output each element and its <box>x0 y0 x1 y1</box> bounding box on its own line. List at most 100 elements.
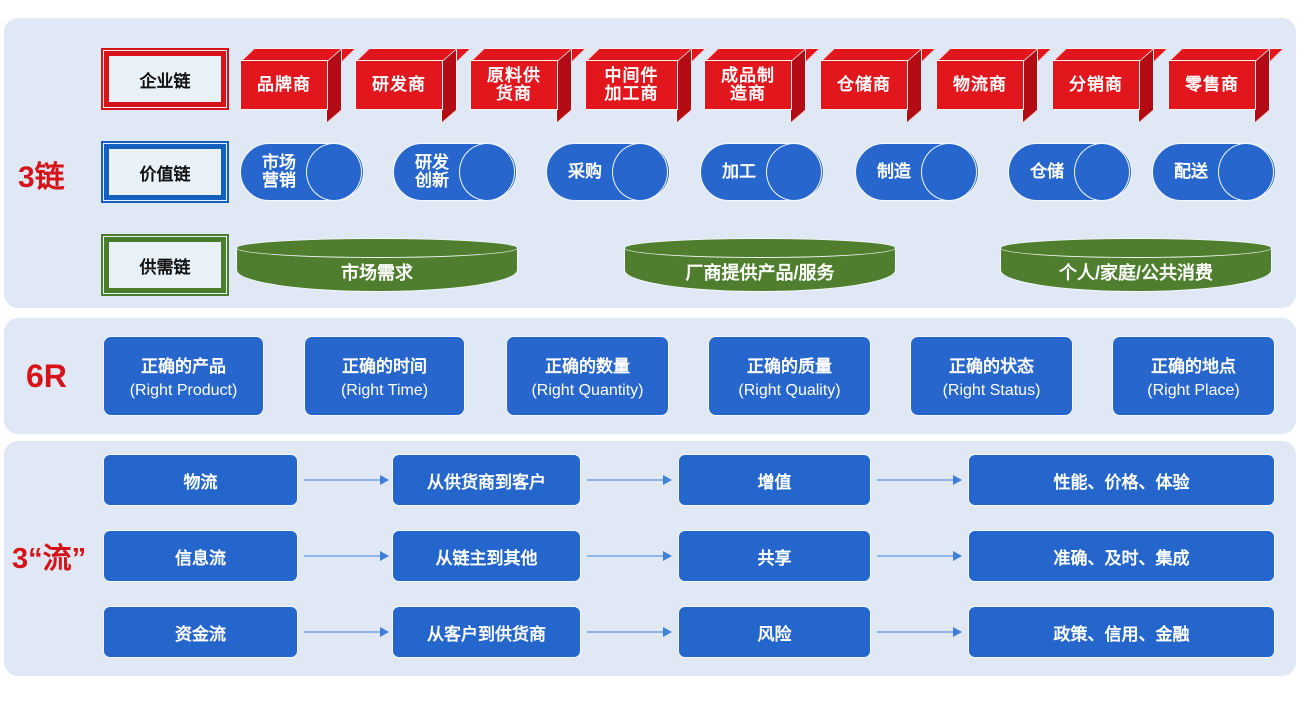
cylinder-end-cap <box>921 143 977 201</box>
arrow-head <box>380 627 389 637</box>
flow-row3-col1[interactable]: 资金流 <box>103 606 298 658</box>
arrow-line <box>587 555 664 557</box>
cylinder-label: 制造 <box>877 161 911 181</box>
flow-row1-col1[interactable]: 物流 <box>103 454 298 506</box>
arrow-line <box>587 631 664 633</box>
section-label-six-r: 6R <box>26 358 67 394</box>
cylinder-end-cap <box>612 143 668 201</box>
flow-arrow-row2-1 <box>304 551 389 561</box>
cylinder-label: 市场 营销 <box>262 152 296 190</box>
arrow-line <box>304 631 381 633</box>
cylinder-label: 个人/家庭/公共消费 <box>1058 262 1213 283</box>
flow-arrow-row3-1 <box>304 627 389 637</box>
arrow-head <box>663 475 672 485</box>
cube-logistics-provider[interactable]: 物流商 <box>936 48 1053 124</box>
cube-label: 中间件 加工商 <box>585 60 678 110</box>
arrow-head <box>663 627 672 637</box>
cylinder-label: 研发 创新 <box>415 152 449 190</box>
six-r-card-en: (Right Time) <box>340 382 429 399</box>
flow-arrow-row1-1 <box>304 475 389 485</box>
cube-label: 物流商 <box>936 60 1024 110</box>
cylinder-market-demand[interactable]: 市场需求 <box>236 238 518 292</box>
six-r-card-right-time[interactable]: 正确的时间 (Right Time) <box>304 336 465 416</box>
cylinder-end-cap <box>459 143 515 201</box>
arrow-head <box>953 627 962 637</box>
cube-raw-material-supplier[interactable]: 原料供 货商 <box>470 48 587 124</box>
cylinder-processing[interactable]: 加工 <box>700 143 824 201</box>
plaque-supply-demand-chain: 供需链 <box>101 234 229 296</box>
flow-arrow-row1-2 <box>587 475 672 485</box>
flow-row2-col4[interactable]: 准确、及时、集成 <box>968 530 1275 582</box>
flow-arrow-row2-3 <box>877 551 962 561</box>
six-r-card-cn: 正确的状态 <box>949 357 1034 376</box>
cube-warehousing[interactable]: 仓储商 <box>820 48 937 124</box>
arrow-line <box>304 479 381 481</box>
cylinder-manufacturing[interactable]: 制造 <box>855 143 979 201</box>
cylinder-end-cap <box>1218 143 1274 201</box>
arrow-head <box>380 551 389 561</box>
flow-row2-col1[interactable]: 信息流 <box>103 530 298 582</box>
flow-row1-col2[interactable]: 从供货商到客户 <box>392 454 581 506</box>
section-label-three-flows: 3“流” <box>12 543 87 575</box>
cube-label: 成品制 造商 <box>704 60 792 110</box>
six-r-card-en: (Right Product) <box>129 382 238 399</box>
arrow-line <box>304 555 381 557</box>
cube-intermediate-processor[interactable]: 中间件 加工商 <box>585 48 707 124</box>
arrow-line <box>877 631 954 633</box>
six-r-card-cn: 正确的质量 <box>747 357 832 376</box>
six-r-card-cn: 正确的产品 <box>141 357 226 376</box>
flow-row1-col3[interactable]: 增值 <box>678 454 871 506</box>
six-r-card-right-quantity[interactable]: 正确的数量 (Right Quantity) <box>506 336 669 416</box>
arrow-head <box>953 551 962 561</box>
six-r-card-en: (Right Quantity) <box>531 382 644 399</box>
cube-label: 零售商 <box>1168 60 1256 110</box>
cylinder-personal-household-public-consumption[interactable]: 个人/家庭/公共消费 <box>1000 238 1272 292</box>
cylinder-storage[interactable]: 仓储 <box>1008 143 1132 201</box>
six-r-card-cn: 正确的数量 <box>545 357 630 376</box>
cylinder-end-cap <box>766 143 822 201</box>
cylinder-lid <box>1000 238 1272 258</box>
cube-label: 仓储商 <box>820 60 908 110</box>
cube-finished-goods-manufacturer[interactable]: 成品制 造商 <box>704 48 821 124</box>
cylinder-label: 厂商提供产品/服务 <box>685 262 835 283</box>
flow-row2-col2[interactable]: 从链主到其他 <box>392 530 581 582</box>
cylinder-end-cap <box>306 143 362 201</box>
cylinder-label: 采购 <box>568 161 602 181</box>
cube-rd-supplier[interactable]: 研发商 <box>355 48 472 124</box>
six-r-card-right-status[interactable]: 正确的状态 (Right Status) <box>910 336 1073 416</box>
cylinder-lid <box>236 238 518 258</box>
flow-row3-col3[interactable]: 风险 <box>678 606 871 658</box>
six-r-card-en: (Right Quality) <box>738 382 841 399</box>
cylinder-label: 仓储 <box>1030 161 1064 181</box>
flow-row3-col2[interactable]: 从客户到供货商 <box>392 606 581 658</box>
plaque-enterprise-chain: 企业链 <box>101 48 229 110</box>
arrow-head <box>953 475 962 485</box>
six-r-card-right-product[interactable]: 正确的产品 (Right Product) <box>103 336 264 416</box>
six-r-card-cn: 正确的地点 <box>1151 357 1236 376</box>
arrow-line <box>877 555 954 557</box>
flow-arrow-row2-2 <box>587 551 672 561</box>
six-r-card-right-quality[interactable]: 正确的质量 (Right Quality) <box>708 336 871 416</box>
cube-distributor[interactable]: 分销商 <box>1052 48 1169 124</box>
flow-row3-col4[interactable]: 政策、信用、金融 <box>968 606 1275 658</box>
flow-arrow-row3-3 <box>877 627 962 637</box>
flow-arrow-row1-3 <box>877 475 962 485</box>
cylinder-marketing[interactable]: 市场 营销 <box>240 143 364 201</box>
flow-row1-col4[interactable]: 性能、价格、体验 <box>968 454 1275 506</box>
cylinder-procurement[interactable]: 采购 <box>546 143 670 201</box>
cube-brand[interactable]: 品牌商 <box>240 48 357 124</box>
flow-row2-col3[interactable]: 共享 <box>678 530 871 582</box>
cube-label: 原料供 货商 <box>470 60 558 110</box>
cylinder-rd-innovation[interactable]: 研发 创新 <box>393 143 517 201</box>
cylinder-delivery[interactable]: 配送 <box>1152 143 1276 201</box>
cylinder-label: 配送 <box>1174 161 1208 181</box>
six-r-card-cn: 正确的时间 <box>342 357 427 376</box>
six-r-card-right-place[interactable]: 正确的地点 (Right Place) <box>1112 336 1275 416</box>
cylinder-vendor-products-services[interactable]: 厂商提供产品/服务 <box>624 238 896 292</box>
cylinder-lid <box>624 238 896 258</box>
flow-arrow-row3-2 <box>587 627 672 637</box>
section-label-three-chains: 3链 <box>18 161 65 194</box>
cube-retailer[interactable]: 零售商 <box>1168 48 1285 124</box>
arrow-line <box>877 479 954 481</box>
